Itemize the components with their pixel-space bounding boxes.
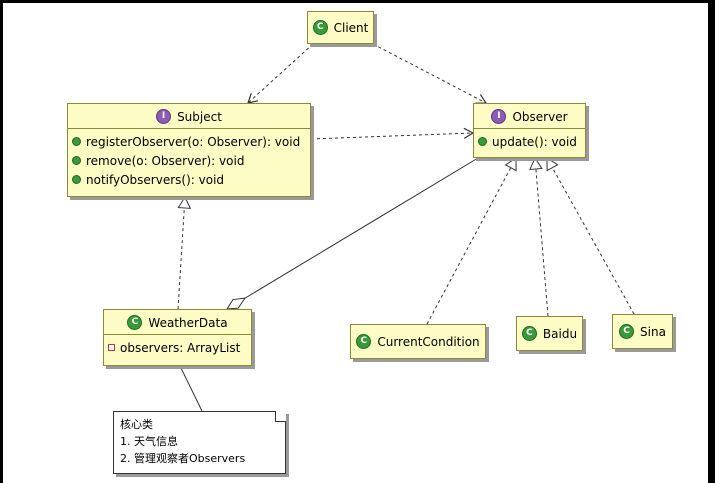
edge-client-subject [247,43,314,104]
weatherdata-class-name: WeatherData [148,315,228,330]
class-icon: C [521,326,537,341]
class-icon: C [619,324,635,339]
interface-icon: I [156,109,172,124]
left-border [0,0,3,483]
public-method-icon [72,175,81,184]
field-label: observers: ArrayList [120,340,241,355]
public-method-icon [478,137,487,146]
client-class[interactable]: C Client [307,11,374,44]
edge-weatherdata-subject [177,195,192,310]
note-line: 1. 天气信息 [120,435,178,448]
currentcondition-class[interactable]: C CurrentCondition [350,324,486,359]
note-line: 2. 管理观察者Observers [120,452,246,465]
edge-weatherdata-observer [227,157,479,309]
method-remove: remove(o: Observer): void [68,151,310,170]
method-label: remove(o: Observer): void [86,153,245,168]
method-label: update(): void [492,134,577,149]
method-notify-observers: notifyObservers(): void [68,170,310,189]
currentcondition-class-name: CurrentCondition [377,334,480,349]
edge-subject-observer [310,127,475,140]
method-register-observer: registerObserver(o: Observer): void [68,132,310,151]
sina-class[interactable]: C Sina [612,314,673,349]
edge-client-observer [372,43,488,104]
class-icon: C [356,334,372,349]
public-method-icon [72,137,81,146]
note-line: 核心类 [120,418,153,431]
class-icon: C [127,315,143,330]
baidu-class[interactable]: C Baidu [516,316,583,351]
method-update: update(): void [474,132,585,151]
core-class-note[interactable]: 核心类 1. 天气信息 2. 管理观察者Observers [113,411,286,474]
method-label: registerObserver(o: Observer): void [86,134,301,149]
client-class-name: Client [333,20,369,35]
top-border [0,0,715,3]
observer-interface-name: Observer [512,109,568,124]
interface-icon: I [491,109,507,124]
private-field-icon [108,344,115,351]
public-method-icon [72,156,81,165]
sina-class-name: Sina [640,324,666,339]
method-label: notifyObservers(): void [86,172,225,187]
subject-interface-name: Subject [177,109,222,124]
weatherdata-class[interactable]: C WeatherData observers: ArrayList [103,309,252,366]
baidu-class-name: Baidu [542,326,578,341]
edge-sina-observer [546,157,635,315]
field-observers: observers: ArrayList [104,338,251,357]
edge-note-weatherdata [179,365,203,412]
edge-baidu-observer [529,156,549,317]
observer-interface[interactable]: I Observer update(): void [473,103,586,158]
right-border [708,0,715,483]
note-fold-corner [275,411,286,422]
class-icon: C [312,20,328,35]
subject-interface[interactable]: I Subject registerObserver(o: Observer):… [67,103,311,197]
edge-currentcondition-observer [426,157,517,325]
